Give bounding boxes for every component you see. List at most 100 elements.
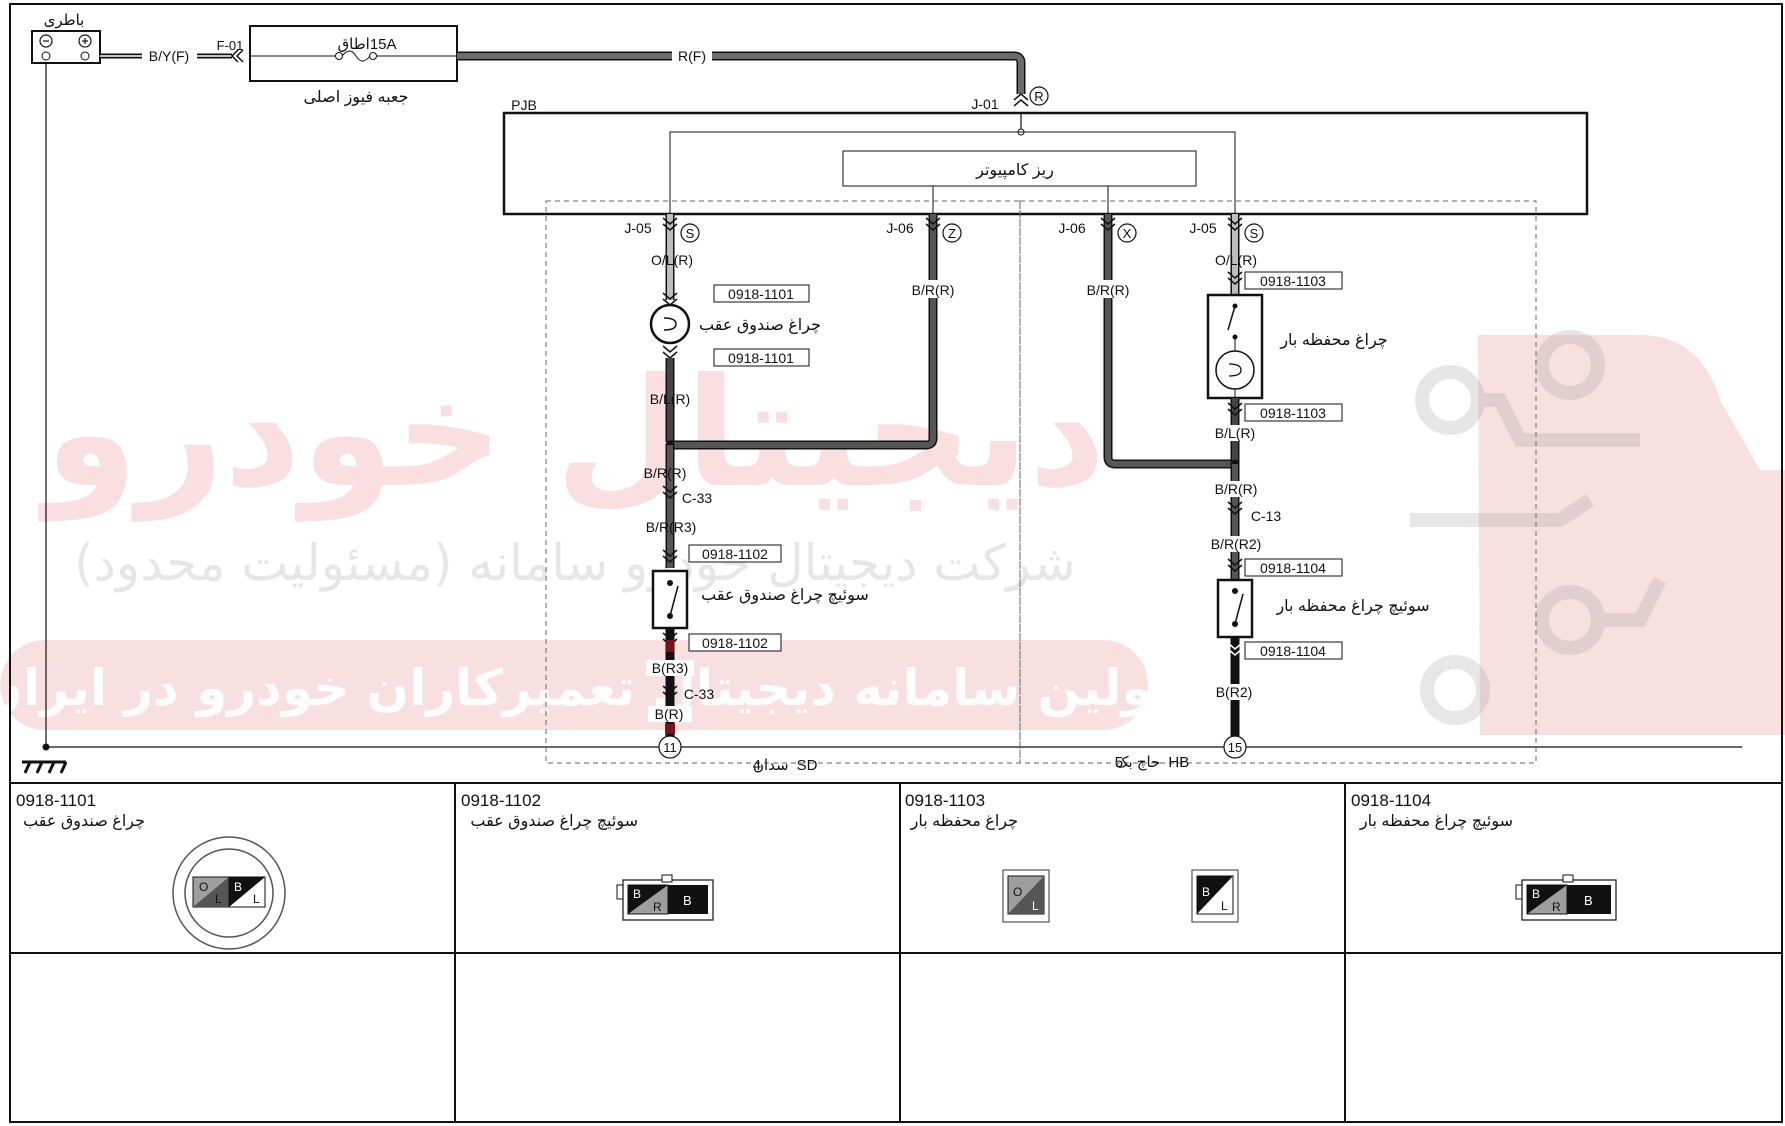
pin-l1: L [215,892,222,906]
sedan-lamp-connector-top: 0918-1101 [728,286,794,302]
switch-connector-icon: B R B [1515,874,1617,921]
connector-1101-id: 0918-1101 [16,791,96,810]
sedan-switch-label: سوئیچ چراغ صندوق عقب [701,587,869,605]
hatch-switch-connector-bottom: 0918-1104 [1260,643,1326,659]
sedan-circuit: J-05 S O/L(R) 0918-1101 چراغ صندوق عقب 0… [624,214,962,759]
fuse-name-label: 15Aاطاق [337,36,396,53]
watermark-circuit-icon [1410,330,1667,725]
battery: باطری [31,12,101,64]
hatch-lamp-connector-bottom: 0918-1103 [1260,405,1326,421]
pin-b1: B [633,887,641,901]
connector-1104-name: سوئیچ چراغ محفظه بار [1359,813,1513,831]
sedan-left-pin: S [686,226,695,241]
connector-1104-id: 0918-1104 [1351,791,1431,810]
hatch-wire-bl: B/L(R) [1215,425,1255,441]
hatch-lamp-label: چراغ محفظه بار [1279,332,1387,350]
round-connector-icon: O L B L [172,836,286,950]
lamp-connector-o-icon: O L [1002,869,1050,923]
pin-b2: B [683,893,692,908]
hatch-wire-br: B/R(R) [1215,481,1258,497]
sedan-joint1: C-33 [682,490,713,506]
cargo-switch-icon [1216,578,1254,639]
hatch-left-pin: X [1123,226,1132,241]
pin-b: B [234,880,242,894]
fuse-box-label: جعبه فیوز اصلی [303,89,408,107]
battery-plus-icon [78,34,92,61]
sedan-wire-b: B(R) [655,706,684,722]
hatch-lamp-connector-top: 0918-1103 [1260,273,1326,289]
pjb-connector-label: J-01 [971,96,998,112]
watermark-brand: دیجیتال خودرو [37,347,1105,522]
sedan-switch-connector-bottom: 0918-1102 [702,635,768,651]
pin-l4: L [1221,899,1228,913]
sedan-wire-ol: O/L(R) [651,252,693,268]
pin-b5: B [1584,893,1593,908]
switch-connector-icon: B R B [616,874,714,921]
pin-b3: B [1202,885,1210,899]
hatch-left-connector: J-06 [1058,220,1085,236]
connector-1101-name: چراغ صندوق عقب [23,813,145,831]
sedan-switch-connector-top: 0918-1102 [702,546,768,562]
battery-label: باطری [44,12,85,29]
main-wire-label: R(F) [678,48,706,64]
pin-l2: L [253,892,260,906]
pin-o: O [199,880,208,894]
watermark: دیجیتال خودرو شرکت دیجیتال خودرو سامانه … [0,330,1785,735]
trunk-lamp-icon [649,303,691,345]
fuse-box: 15Aاطاق جعبه فیوز اصلی [249,25,458,107]
sedan-wire-br: B/R(R) [644,465,687,481]
sedan-left-connector: J-05 [624,220,651,236]
pjb-pin-label: R [1034,89,1043,104]
watermark-slogan: اولین سامانه دیجیتال تعمیرکاران خودرو در… [0,659,1170,718]
pin-l3: L [1032,899,1039,913]
sedan-wire-bl: B/L(R) [650,391,690,407]
hatch-circuit: J-06 X B/R(R) J-05 S O/L(R) 0918-1103 چر… [1058,214,1430,759]
sedan-right-connector: J-06 [886,220,913,236]
sedan-right-wire: B/R(R) [912,282,955,298]
connector-panel-1103: 0918-1103 چراغ محفظه بار O L B L [905,791,1239,923]
hatch-right-connector: J-05 [1189,220,1216,236]
hatch-wire-b2: B(R2) [1216,684,1253,700]
hatch-right-pin: S [1250,226,1259,241]
frame [9,3,1783,1123]
connector-panel-1102: 0918-1102 سوئیچ چراغ صندوق عقب B R B [461,791,714,921]
sedan-lamp-label: چراغ صندوق عقب [699,317,821,335]
hatch-joint: C-13 [1251,508,1282,524]
connector-panel-1104: 0918-1104 سوئیچ چراغ محفظه بار B R B [1351,791,1617,921]
sedan-right-pin: Z [948,226,956,241]
lamp-connector-b-icon: B L [1191,869,1239,923]
trunk-switch-icon [651,569,689,630]
pin-b4: B [1532,887,1540,901]
hatch-wire-br2: B/R(R2) [1211,536,1262,552]
ground-rail [22,64,1742,774]
connector-panel-1101: 0918-1101 چراغ صندوق عقب O L B L [16,791,286,950]
ground-symbol-icon [22,760,68,774]
battery-minus-icon [39,34,53,61]
sedan-ground-point: 11 [663,740,677,755]
hatch-wire-ol: O/L(R) [1215,252,1257,268]
sedan-label: سدان4SD [753,757,818,774]
pin-o2: O [1013,885,1022,899]
connector-1102-name: سوئیچ چراغ صندوق عقب [470,813,638,831]
sedan-lamp-connector-bottom: 0918-1101 [728,350,794,366]
hatch-switch-label: سوئیچ چراغ محفظه بار [1275,598,1429,616]
wire-main-feed: R(F) J-01 R [457,48,1049,112]
pjb-pin-icon: R [1029,86,1049,106]
pjb-box: PJB ریز کامپیوتر [502,97,1589,216]
connector-1103-id: 0918-1103 [905,791,985,810]
hatch-left-wire: B/R(R) [1087,282,1130,298]
pin-r: R [653,900,662,914]
watermark-car-icon [1478,335,1785,735]
pjb-label: PJB [511,97,537,113]
wire-battery-fuse: B/Y(F) F-01 [100,38,244,64]
computer-label: ریز کامپیوتر [975,162,1054,180]
sedan-wire-b3: B(R3) [652,660,689,676]
sedan-wire-br3: B/R(R3) [646,519,697,535]
sedan-joint2: C-33 [684,686,715,702]
cargo-lamp-icon [1206,293,1264,400]
fuse-connector-label: F-01 [217,38,244,53]
battery-wire-label: B/Y(F) [149,48,189,64]
variant-zones [545,200,1537,764]
watermark-banner [0,640,1148,730]
